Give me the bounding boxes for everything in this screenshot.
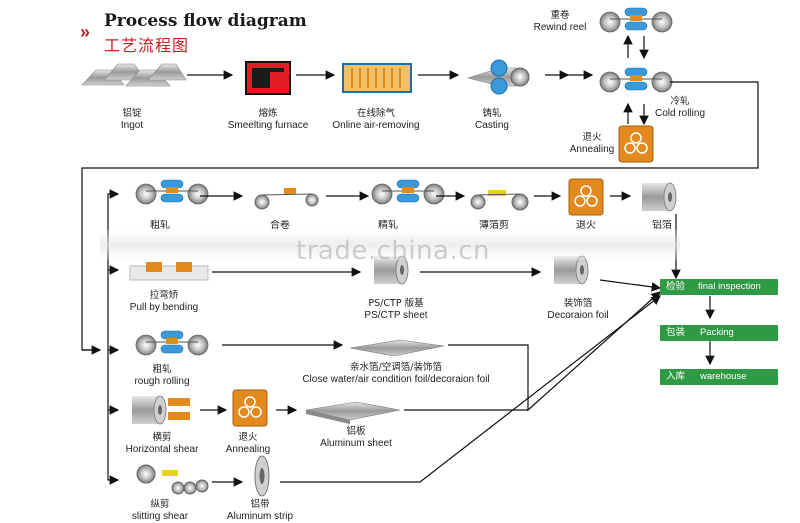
- annealing-icon-row2: [568, 178, 604, 216]
- rewind-reel-icon: [599, 7, 673, 33]
- page-title: Process flow diagram: [104, 11, 307, 31]
- combine-coil-icon: [254, 188, 319, 210]
- row2-label-finish: 精轧: [378, 220, 398, 229]
- page-title-zh: 工艺流程图: [104, 36, 190, 55]
- title-marker: »: [80, 22, 90, 42]
- horizontal-shear-icon: [131, 395, 190, 425]
- cold-rolling-icon: [599, 67, 673, 93]
- rough-rolling-icon-row2: [135, 179, 209, 205]
- foil-sheet-icon: [349, 339, 445, 357]
- watermark-band: [100, 230, 680, 260]
- annealing-icon: [232, 389, 268, 427]
- ingot-icon: [81, 63, 187, 87]
- row2-label-cut: 薄箔剪: [479, 220, 509, 229]
- row2-label-combine: 合卷: [270, 220, 290, 229]
- row2-label-foil: 铝箔: [652, 220, 672, 229]
- casting-icon: [466, 59, 530, 95]
- flow-connectors: [81, 34, 759, 487]
- air-removing-icon: [342, 63, 412, 93]
- slitting-shear-icon: [136, 464, 209, 495]
- row2-label-rough: 粗轧: [150, 220, 170, 229]
- foil-cutting-icon: [470, 190, 529, 211]
- warehouse-box: 入库 warehouse: [660, 369, 778, 385]
- pull-bending-icon: [129, 262, 209, 281]
- decoration-foil-coil-icon: [553, 255, 589, 285]
- rough-rolling-icon: [135, 330, 209, 356]
- final-inspection-box: 检验 final inspection: [660, 279, 778, 295]
- aluminum-strip-icon: [254, 455, 270, 497]
- packing-box: 包装 Packing: [660, 325, 778, 341]
- watermark: trade.china.cn: [296, 236, 491, 266]
- finishing-rolling-icon: [371, 179, 445, 205]
- annealing-furnace-icon: [618, 125, 654, 163]
- row2-label-anneal: 退火: [576, 220, 596, 229]
- aluminum-foil-icon: [641, 182, 677, 212]
- smelting-furnace-icon: [245, 61, 291, 95]
- aluminum-sheet-icon: [305, 401, 401, 424]
